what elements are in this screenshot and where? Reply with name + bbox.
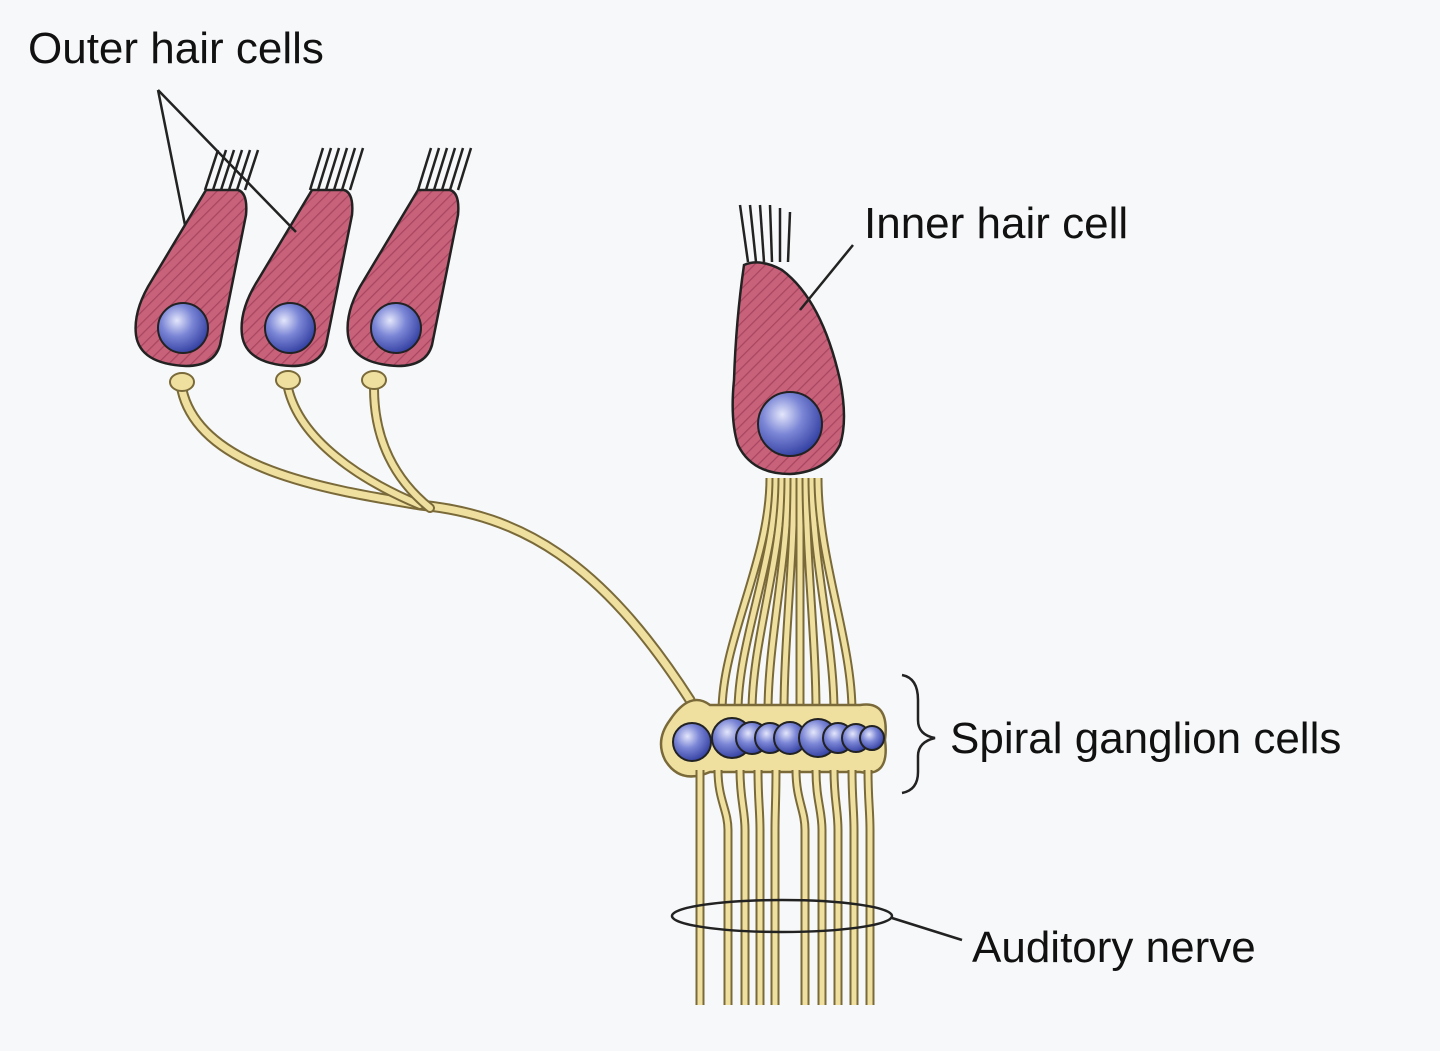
- nerve-fiber: [719, 477, 773, 713]
- spiral-ganglion-cells-label: Spiral ganglion cells: [950, 714, 1341, 763]
- nerve-fiber: [755, 769, 763, 1005]
- auditory-nerve-bundle-outline: [670, 898, 894, 934]
- nucleus-icon: [264, 302, 316, 354]
- nerve-fiber: [737, 769, 748, 1005]
- synaptic-terminal-icon: [169, 372, 195, 392]
- stereocilia-icon: [308, 147, 365, 191]
- nerve-fiber: [735, 477, 779, 713]
- inner-hair-cell-label: Inner hair cell: [864, 199, 1128, 248]
- nerve-fiber: [715, 769, 731, 1005]
- auditory-nerve-label: Auditory nerve: [972, 923, 1256, 972]
- nerve-fiber: [815, 477, 855, 713]
- inner-hair-cell: [731, 204, 846, 476]
- nucleus-icon: [157, 302, 209, 354]
- nerve-fiber: [831, 769, 841, 1005]
- stereocilia-icon: [416, 147, 473, 191]
- nerve-fiber: [849, 769, 857, 1005]
- nerve-fiber: [772, 769, 779, 1005]
- auditory-nerve-leader: [891, 916, 963, 942]
- ganglion-nucleus-icon: [672, 722, 712, 762]
- nerve-fiber: [781, 477, 797, 713]
- ganglion-nucleus-icon: [859, 725, 885, 751]
- auditory-nerve-fibers: [695, 769, 875, 1005]
- inner-hair-cell-leader: [799, 244, 854, 311]
- nerve-fiber: [765, 477, 791, 713]
- synaptic-terminal-icon: [275, 370, 301, 390]
- outer-hair-cell-3: [346, 147, 473, 368]
- outer-hair-cells-leaders: [156, 89, 297, 233]
- nerve-fiber: [793, 769, 808, 1005]
- nerve-fiber: [813, 769, 825, 1005]
- nucleus-icon: [370, 302, 422, 354]
- stereocilia-icon: [738, 204, 792, 263]
- nerve-fiber: [809, 477, 837, 713]
- ganglion-nuclei: [672, 717, 885, 762]
- spiral-ganglion: [659, 698, 887, 778]
- ganglion-brace-icon: [901, 673, 936, 795]
- outer-hair-cells-group: [134, 147, 473, 368]
- synaptic-terminal-icon: [361, 370, 387, 390]
- nucleus-icon: [757, 391, 823, 457]
- nerve-fiber: [749, 477, 785, 713]
- outer-hair-cells-label: Outer hair cells: [28, 24, 324, 73]
- nerve-fiber: [803, 477, 819, 713]
- outer-hair-cell-2: [240, 147, 365, 368]
- nerve-fiber: [865, 769, 873, 1005]
- outer-afferent-fibers: [169, 370, 696, 706]
- outer-hair-cell-1: [134, 149, 260, 368]
- inner-afferent-fibers: [717, 477, 857, 713]
